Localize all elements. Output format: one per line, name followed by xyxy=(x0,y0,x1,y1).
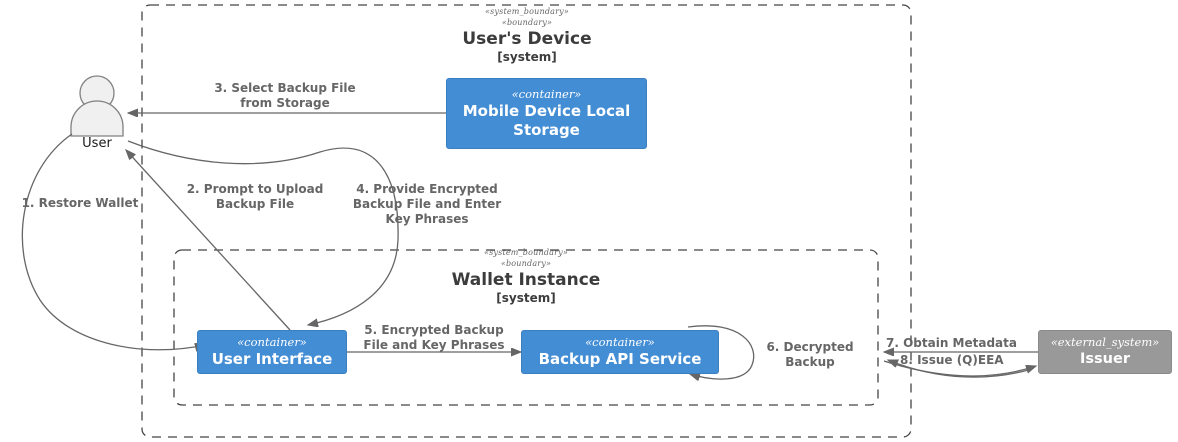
node-label-issuer: Issuer xyxy=(1080,351,1130,367)
node-user-interface[interactable]: «container» User Interface xyxy=(197,330,347,374)
edge-4-line xyxy=(127,140,399,325)
actor-user xyxy=(70,75,124,137)
node-label-backup-api-service: Backup API Service xyxy=(538,350,702,368)
actor-label-user: User xyxy=(82,136,112,151)
boundary-users-device xyxy=(141,4,912,438)
node-stereotype: «container» xyxy=(237,335,307,349)
edge-1-line xyxy=(21,133,205,350)
node-label-user-interface: User Interface xyxy=(211,350,333,368)
node-backup-api-service[interactable]: «container» Backup API Service xyxy=(521,330,719,374)
boundary-wallet-instance xyxy=(173,249,879,406)
node-stereotype: «container» xyxy=(511,87,582,101)
node-stereotype: «external_system» xyxy=(1050,335,1160,349)
node-label-mobile-device-local-storage: Mobile Device Local Storage xyxy=(462,102,631,139)
node-issuer[interactable]: «external_system» Issuer xyxy=(1038,330,1172,374)
edge-8-line xyxy=(883,359,1036,378)
node-stereotype: «container» xyxy=(585,335,655,349)
edge-2-line xyxy=(126,150,291,331)
edge-6-line xyxy=(687,325,755,379)
node-mobile-device-local-storage[interactable]: «container» Mobile Device Local Storage xyxy=(446,78,647,149)
